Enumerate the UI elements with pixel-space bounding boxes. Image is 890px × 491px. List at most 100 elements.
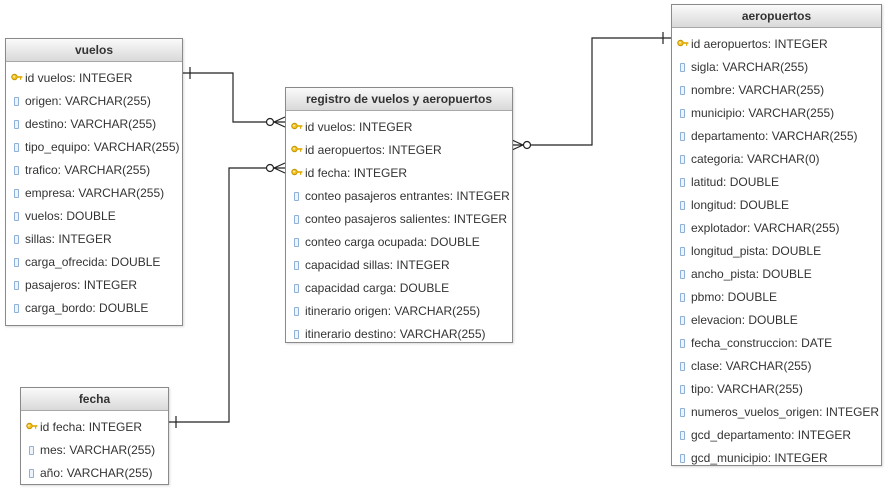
table-column[interactable]: destino: VARCHAR(255) — [6, 113, 182, 136]
column-label: fecha_construccion: DATE — [691, 336, 833, 350]
column-icon — [294, 238, 299, 247]
column-icon — [29, 446, 34, 455]
column-label: tipo_equipo: VARCHAR(255) — [25, 140, 180, 154]
column-icon — [14, 281, 19, 290]
column-label: destino: VARCHAR(255) — [25, 117, 157, 131]
table-column[interactable]: elevacion: DOUBLE — [672, 309, 881, 332]
table-column[interactable]: origen: VARCHAR(255) — [6, 90, 182, 113]
table-column[interactable]: tipo: VARCHAR(255) — [672, 378, 881, 401]
table-registro-vuelos-aeropuertos[interactable]: registro de vuelos y aeropuertos id vuel… — [285, 87, 513, 343]
table-column[interactable]: pbmo: DOUBLE — [672, 286, 881, 309]
key-icon — [291, 122, 303, 130]
column-label: pbmo: DOUBLE — [691, 290, 778, 304]
table-column[interactable]: gcd_departamento: INTEGER — [672, 424, 881, 447]
table-column[interactable]: tipo_equipo: VARCHAR(255) — [6, 136, 182, 159]
primary-key-column[interactable]: id aeropuertos: INTEGER — [286, 139, 512, 162]
column-icon — [14, 189, 19, 198]
table-column[interactable]: ancho_pista: DOUBLE — [672, 263, 881, 286]
table-column[interactable]: clase: VARCHAR(255) — [672, 355, 881, 378]
column-label: origen: VARCHAR(255) — [25, 94, 151, 108]
table-column[interactable]: nombre: VARCHAR(255) — [672, 79, 881, 102]
column-label: itinerario origen: VARCHAR(255) — [305, 304, 481, 318]
table-column[interactable]: trafico: VARCHAR(255) — [6, 159, 182, 182]
key-icon — [26, 422, 38, 430]
column-label: conteo pasajeros salientes: INTEGER — [305, 212, 508, 226]
table-column[interactable]: año: VARCHAR(255) — [21, 462, 168, 485]
column-label: municipio: VARCHAR(255) — [691, 106, 835, 120]
table-column[interactable]: explotador: VARCHAR(255) — [672, 217, 881, 240]
table-column[interactable]: longitud: DOUBLE — [672, 194, 881, 217]
table-column[interactable]: capacidad carga: DOUBLE — [286, 277, 512, 300]
column-icon — [680, 362, 685, 371]
column-icon — [14, 235, 19, 244]
table-column[interactable]: conteo pasajeros entrantes: INTEGER — [286, 185, 512, 208]
zero-many-marker-registro-fecha — [265, 163, 275, 173]
table-column[interactable]: vuelos: DOUBLE — [6, 205, 182, 228]
table-column[interactable]: sillas: INTEGER — [6, 228, 182, 251]
column-label: carga_bordo: DOUBLE — [25, 301, 149, 315]
key-icon — [11, 73, 23, 81]
primary-key-column[interactable]: id fecha: INTEGER — [21, 416, 168, 439]
column-label: elevacion: DOUBLE — [691, 313, 798, 327]
table-column[interactable]: conteo pasajeros salientes: INTEGER — [286, 208, 512, 231]
table-column[interactable]: itinerario destino: VARCHAR(255) — [286, 323, 512, 346]
column-label: gcd_municipio: INTEGER — [691, 451, 828, 465]
column-icon — [14, 304, 19, 313]
table-column[interactable]: departamento: VARCHAR(255) — [672, 125, 881, 148]
column-label: sigla: VARCHAR(255) — [691, 60, 809, 74]
column-label: sillas: INTEGER — [25, 232, 112, 246]
table-column[interactable]: capacidad sillas: INTEGER — [286, 254, 512, 277]
table-vuelos[interactable]: vuelos id vuelos: INTEGER origen: VARCHAR… — [5, 38, 183, 326]
column-label: gcd_departamento: INTEGER — [691, 428, 852, 442]
key-icon — [291, 145, 303, 153]
zero-many-marker-registro-vuelos — [265, 117, 275, 127]
column-label: id vuelos: INTEGER — [305, 120, 413, 134]
table-column[interactable]: numeros_vuelos_origen: INTEGER — [672, 401, 881, 424]
table-column[interactable]: longitud_pista: DOUBLE — [672, 240, 881, 263]
column-label: conteo carga ocupada: DOUBLE — [305, 235, 480, 249]
column-label: pasajeros: INTEGER — [25, 278, 138, 292]
column-icon — [680, 63, 685, 72]
table-column[interactable]: carga_ofrecida: DOUBLE — [6, 251, 182, 274]
table-column[interactable]: carga_bordo: DOUBLE — [6, 297, 182, 320]
column-icon — [680, 339, 685, 348]
column-icon — [29, 469, 34, 478]
column-label: nombre: VARCHAR(255) — [691, 83, 825, 97]
relation-vuelos-registro — [182, 72, 285, 123]
column-icon — [14, 258, 19, 267]
column-label: departamento: VARCHAR(255) — [691, 129, 858, 143]
column-icon — [294, 284, 299, 293]
column-icon — [680, 201, 685, 210]
table-column[interactable]: mes: VARCHAR(255) — [21, 439, 168, 462]
column-list: id vuelos: INTEGER id aeropuertos: INTEGE… — [286, 111, 512, 346]
table-column[interactable]: sigla: VARCHAR(255) — [672, 56, 881, 79]
table-column[interactable]: empresa: VARCHAR(255) — [6, 182, 182, 205]
column-icon — [14, 212, 19, 221]
table-column[interactable]: fecha_construccion: DATE — [672, 332, 881, 355]
column-label: longitud_pista: DOUBLE — [691, 244, 822, 258]
column-label: año: VARCHAR(255) — [40, 466, 153, 480]
primary-key-column[interactable]: id aeropuertos: INTEGER — [672, 33, 881, 56]
primary-key-column[interactable]: id vuelos: INTEGER — [286, 116, 512, 139]
table-column[interactable]: municipio: VARCHAR(255) — [672, 102, 881, 125]
table-column[interactable]: gcd_municipio: INTEGER — [672, 447, 881, 470]
column-label: explotador: VARCHAR(255) — [691, 221, 840, 235]
primary-key-column[interactable]: id fecha: INTEGER — [286, 162, 512, 185]
table-column[interactable]: categoria: VARCHAR(0) — [672, 148, 881, 171]
column-icon — [680, 132, 685, 141]
column-label: numeros_vuelos_origen: INTEGER — [691, 405, 880, 419]
table-title: vuelos — [6, 39, 182, 62]
zero-many-marker-registro-aeropuertos — [522, 140, 532, 150]
primary-key-column[interactable]: id vuelos: INTEGER — [6, 67, 182, 90]
column-label: id vuelos: INTEGER — [25, 71, 133, 85]
key-icon — [291, 168, 303, 176]
table-column[interactable]: latitud: DOUBLE — [672, 171, 881, 194]
column-icon — [680, 247, 685, 256]
table-column[interactable]: itinerario origen: VARCHAR(255) — [286, 300, 512, 323]
column-label: id aeropuertos: INTEGER — [691, 37, 828, 51]
table-column[interactable]: pasajeros: INTEGER — [6, 274, 182, 297]
table-column[interactable]: conteo carga ocupada: DOUBLE — [286, 231, 512, 254]
